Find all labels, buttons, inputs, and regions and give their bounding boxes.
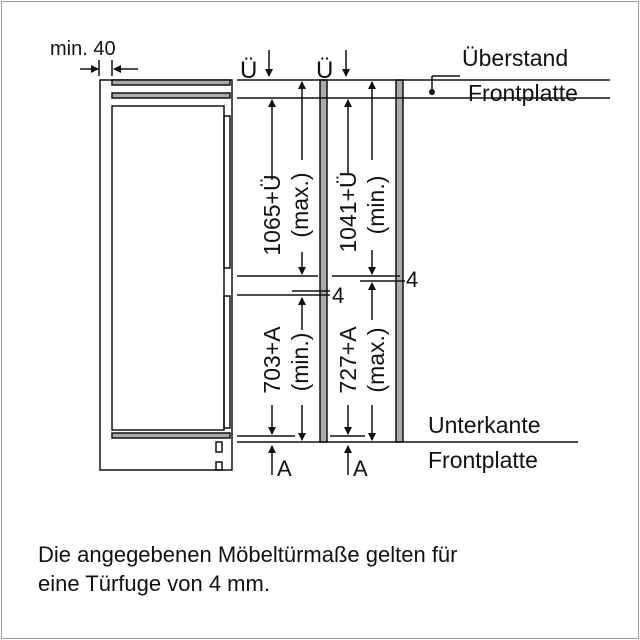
caption: Die angegebenen Möbeltürmaße gelten für … (38, 540, 458, 598)
door-panel-2 (395, 79, 404, 443)
a-label-2: A (353, 456, 368, 481)
top-panel (111, 79, 231, 86)
dim-upper-max-note: (max.) (287, 172, 313, 237)
side-strip-upper (223, 115, 231, 269)
caption-line-1: Die angegebenen Möbeltürmaße gelten für (38, 542, 458, 567)
ueberstand-label: Überstand (462, 45, 568, 71)
dim-lower-min-note: (min.) (287, 333, 313, 392)
dim-upper-max: 1065+Ü (259, 174, 285, 255)
bottom-panel (111, 432, 231, 439)
reference-dot (429, 89, 435, 95)
dim-upper-min: 1041+Ü (335, 171, 361, 252)
frontplatte-top-label: Frontplatte (468, 80, 578, 106)
dim-upper-min-note: (min.) (363, 176, 389, 235)
dim-lower-min: 703+A (259, 326, 285, 394)
unterkante-label: Unterkante (428, 412, 541, 438)
foot-2 (215, 461, 223, 471)
door-panel-1 (319, 79, 328, 443)
u-label-2: Ü (316, 57, 333, 84)
caption-line-2: eine Türfuge von 4 mm. (38, 571, 270, 596)
a-label-1: A (277, 456, 292, 481)
dim-lower-max-note: (max.) (363, 327, 389, 392)
foot (215, 441, 223, 453)
dim-lower-max: 727+A (335, 326, 361, 394)
side-strip-lower (223, 295, 231, 429)
gap-label-2: 4 (332, 283, 344, 308)
min-40-label: min. 40 (50, 38, 116, 60)
u-label-1: Ü (240, 57, 257, 84)
frontplatte-bottom-label: Frontplatte (428, 447, 538, 473)
appliance-body (111, 105, 225, 431)
gap-label-1: 4 (406, 267, 418, 292)
top-panel-2 (111, 92, 231, 99)
